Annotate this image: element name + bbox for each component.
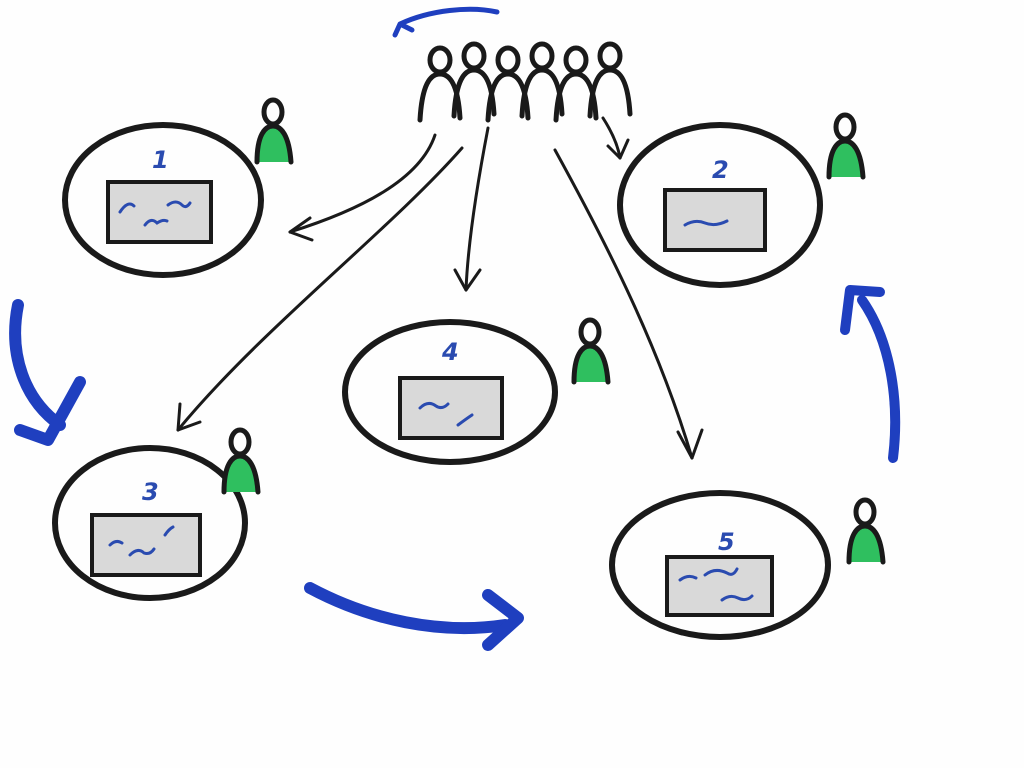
rotation-arrow-icon (482, 589, 524, 651)
table-circle (609, 490, 831, 640)
station-number: 1 (152, 146, 169, 174)
distribution-arrow-icon (176, 146, 464, 432)
rotation-arrow-icon (840, 285, 885, 335)
stations: 1 2 3 4 5 (52, 97, 886, 640)
station-number: 5 (718, 528, 735, 556)
table-circle (52, 445, 248, 601)
distribution-arrow-icon (464, 126, 490, 292)
station-number: 3 (142, 478, 159, 506)
rotation-arrow-icon (857, 295, 901, 463)
whiteboard-icon (663, 188, 767, 252)
distribution-arrow-icon (453, 268, 482, 292)
station-4: 4 (342, 317, 611, 465)
station-number: 2 (712, 156, 729, 184)
rotation-arrow-icon (304, 582, 511, 635)
facilitator-person-icon (826, 112, 866, 180)
facilitator-person-icon (221, 427, 261, 495)
table-circle (62, 122, 264, 278)
station-2: 2 (617, 112, 866, 288)
distribution-arrow-icon (676, 428, 704, 460)
rotation-arrow-icon (14, 376, 86, 446)
distribution-arrow-icon (176, 402, 202, 432)
group-of-people-icon (417, 41, 633, 123)
person-icon (587, 41, 633, 119)
distribution-arrow-icon (601, 116, 622, 160)
distribution-arrows (176, 116, 704, 460)
distribution-arrow-icon (288, 133, 437, 234)
facilitator-person-icon (571, 317, 611, 385)
station-number: 4 (441, 338, 459, 366)
distribution-arrow-icon (553, 148, 694, 460)
distribution-arrow-icon (606, 138, 630, 160)
station-5: 5 (609, 490, 886, 640)
whiteboard-icon (106, 180, 213, 244)
facilitator-person-icon (254, 97, 294, 165)
rotation-arrows (9, 285, 901, 651)
table-circle (342, 319, 558, 465)
facilitator-person-icon (846, 497, 886, 565)
whiteboard-icon (90, 513, 202, 577)
whiteboard-icon (665, 555, 774, 617)
distribution-arrow-icon (288, 216, 314, 242)
whiteboard-icon (398, 376, 504, 440)
station-3: 3 (52, 427, 261, 601)
rotation-arrow-icon (392, 6, 500, 38)
station-1: 1 (62, 97, 294, 278)
table-circle (617, 122, 823, 288)
rotation-arrow-icon (9, 299, 66, 431)
